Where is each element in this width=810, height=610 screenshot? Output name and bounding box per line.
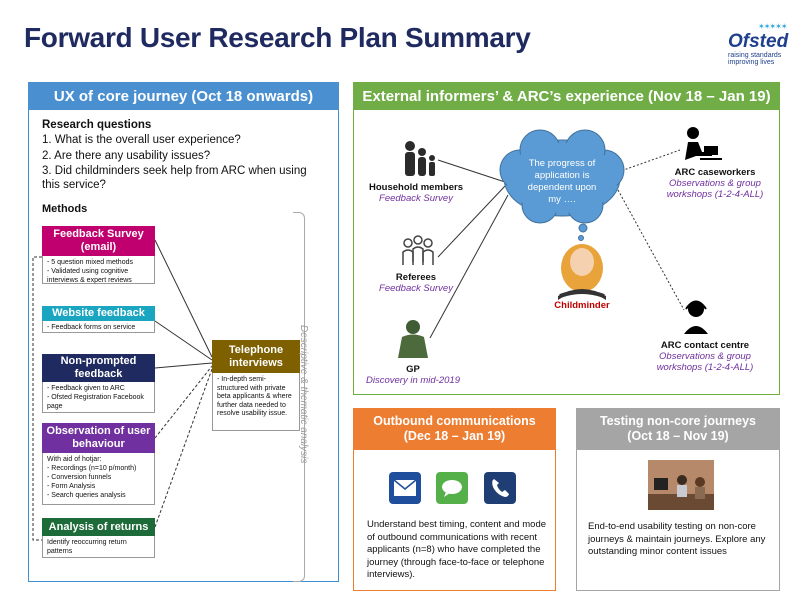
cloud-text: The progress of application is dependent… <box>527 158 597 205</box>
logo-tagline-2: improving lives <box>728 59 775 66</box>
method-title: Analysis of returns <box>42 518 155 536</box>
person-method: Feedback Survey <box>379 283 453 294</box>
message-icon <box>436 472 468 504</box>
method-body: - Feedback forms on service <box>42 321 155 333</box>
method-line: - Conversion funnels <box>47 474 112 481</box>
research-question-3: 3. Did childminders seek help from ARC w… <box>42 165 307 191</box>
analysis-bracket <box>293 212 305 582</box>
gp-icon <box>398 320 428 358</box>
dashed-connector-line <box>617 189 685 311</box>
method-line: - Validated using cognitive interviews &… <box>47 268 132 284</box>
method-title: Non-prompted feedback <box>42 354 155 382</box>
method-line: - Search queries analysis <box>47 492 126 499</box>
person-referees: Referees Feedback Survey <box>366 272 466 294</box>
dashed-connector-line <box>154 365 213 439</box>
logo-tagline-1: raising standards <box>728 52 782 59</box>
method-feedback-survey: Feedback Survey (email) - 5 question mix… <box>42 226 155 284</box>
page-title: Forward User Research Plan Summary <box>24 22 531 53</box>
person-household-members: Household members Feedback Survey <box>366 182 466 204</box>
caseworker-icon <box>685 127 722 160</box>
connector-line <box>154 320 213 361</box>
method-title: Website feedback <box>42 306 155 321</box>
outbound-heading-line-2: (Dec 18 – Jan 19) <box>403 429 506 443</box>
method-title: Observation of user behaviour <box>42 423 155 453</box>
method-website-feedback: Website feedback - Feedback forms on ser… <box>42 306 155 333</box>
method-line: With aid of hotjar: <box>47 456 102 463</box>
method-body: With aid of hotjar: - Recordings (n=10 p… <box>42 453 155 505</box>
dashed-bracket-line <box>32 256 42 541</box>
referees-icon <box>402 235 434 265</box>
method-body: - Feedback given to ARC - Ofsted Registr… <box>42 382 155 413</box>
method-body: Identify reoccurring return patterns <box>42 536 155 558</box>
connector-line <box>429 194 509 339</box>
person-method: Observations & group workshops (1-2-4-AL… <box>666 178 764 200</box>
method-line: - 5 question mixed methods <box>47 259 133 266</box>
method-line: - Form Analysis <box>47 483 96 490</box>
method-line: Identify reoccurring return patterns <box>47 539 127 555</box>
method-observation: Observation of user behaviour With aid o… <box>42 423 155 505</box>
dashed-connector-line <box>617 149 681 173</box>
email-icon <box>389 472 421 504</box>
core-journey-heading: UX of core journey (Oct 18 onwards) <box>28 82 339 110</box>
research-question-1: 1. What is the overall user experience? <box>42 134 241 146</box>
telephone-interviews-body: - In-depth semi-structured with private … <box>212 373 300 431</box>
method-analysis-of-returns: Analysis of returns Identify reoccurring… <box>42 518 155 558</box>
person-method: Observations & group workshops (1-2-4-AL… <box>656 351 754 373</box>
testing-heading-line-1: Testing non-core journeys <box>599 414 757 428</box>
usability-testing-photo <box>648 460 714 510</box>
family-icon <box>405 141 435 176</box>
testing-heading: Testing non-core journeys (Oct 18 – Nov … <box>576 408 780 450</box>
person-name: Household members <box>369 182 463 193</box>
person-arc-caseworkers: ARC caseworkers Observations & group wor… <box>660 167 770 200</box>
ofsted-logo: ✶✶✶✶✶ Ofsted raising standards improving… <box>728 22 804 70</box>
outbound-heading: Outbound communications (Dec 18 – Jan 19… <box>353 408 556 450</box>
connector-line <box>154 239 213 358</box>
testing-description: End-to-end usability testing on non-core… <box>588 521 766 557</box>
phone-icon <box>484 472 516 504</box>
logo-stars-icon: ✶✶✶✶✶ <box>758 22 787 31</box>
person-name: GP <box>406 364 420 375</box>
method-line: - Feedback forms on service <box>47 324 136 331</box>
person-gp: GP Discovery in mid-2019 <box>358 364 468 386</box>
testing-heading-line-2: (Oct 18 – Nov 19) <box>627 429 729 443</box>
external-informers-heading: External informers’ & ARC’s experience (… <box>353 82 780 110</box>
method-line: - Feedback given to ARC <box>47 385 125 392</box>
person-name: ARC contact centre <box>660 340 750 351</box>
methods-title: Methods <box>42 203 88 215</box>
person-name: Referees <box>395 272 437 283</box>
telephone-interviews-title: Telephone interviews <box>212 340 300 373</box>
method-body: - 5 question mixed methods - Validated u… <box>42 256 155 284</box>
logo-word: Ofsted <box>728 31 789 52</box>
connector-line <box>437 185 506 258</box>
childminder-label: Childminder <box>554 300 610 311</box>
research-question-2: 2. Are there any usability issues? <box>42 150 211 162</box>
person-method: Discovery in mid-2019 <box>366 375 460 386</box>
outbound-heading-line-1: Outbound communications <box>373 414 536 428</box>
method-non-prompted-feedback: Non-prompted feedback - Feedback given t… <box>42 354 155 413</box>
headset-person-icon <box>684 300 708 334</box>
method-title: Feedback Survey (email) <box>42 226 155 256</box>
childminder-icon <box>558 244 606 300</box>
outbound-description: Understand best timing, content and mode… <box>367 519 547 580</box>
person-arc-contact-centre: ARC contact centre Observations & group … <box>648 340 762 373</box>
research-questions-title: Research questions <box>42 119 152 131</box>
method-line: - Ofsted Registration Facebook page <box>47 394 144 410</box>
method-line: - Recordings (n=10 p/month) <box>47 465 137 472</box>
person-name: ARC caseworkers <box>674 167 756 178</box>
person-method: Feedback Survey <box>379 193 453 204</box>
dashed-connector-line <box>154 368 213 528</box>
connector-line <box>437 159 506 183</box>
connector-line <box>154 362 213 369</box>
